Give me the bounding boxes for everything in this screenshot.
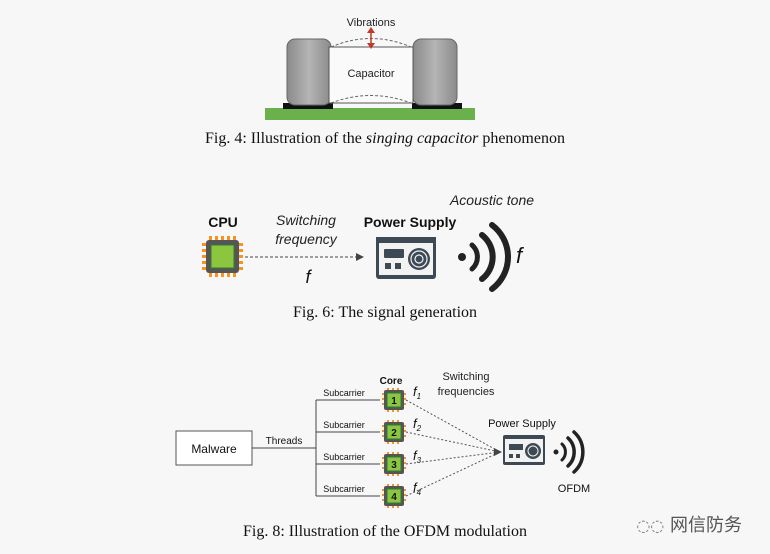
watermark-text: 网信防务 xyxy=(670,515,742,536)
core-row: Subcarrier 2 f2 xyxy=(316,416,501,453)
core-chip-icon: 4 xyxy=(382,484,406,508)
switching-frequency-line1: Switching xyxy=(276,212,336,228)
subcarrier-label: Subcarrier xyxy=(323,452,365,462)
subcarrier-label: Subcarrier xyxy=(323,388,365,398)
solder-pad-left xyxy=(283,103,333,109)
power-supply-label: Power Supply xyxy=(364,214,457,230)
subcarrier-label: Subcarrier xyxy=(323,484,365,494)
fig6-illustration: CPU Switching frequency f Power Supply A… xyxy=(202,192,534,292)
freq-dashed-line xyxy=(405,399,501,453)
ofdm-label: OFDM xyxy=(558,483,590,495)
cpu-chip-icon xyxy=(202,236,243,277)
core-number: 1 xyxy=(391,396,397,407)
vibrations-label: Vibrations xyxy=(347,17,396,29)
fig4-caption: Fig. 4: Illustration of the singing capa… xyxy=(0,130,770,148)
core-label: Core xyxy=(380,376,403,387)
watermark: ◌◌ 网信防务 xyxy=(636,511,742,537)
psu-arrow-head xyxy=(494,448,502,456)
switching-frequencies-line1: Switching xyxy=(442,371,489,383)
vibration-arrow-head-up xyxy=(367,27,375,33)
wechat-icon: ◌◌ xyxy=(636,516,665,535)
fig6-caption: Fig. 6: The signal generation xyxy=(292,304,478,321)
fig8-power-supply-label: Power Supply xyxy=(488,418,556,430)
core-row: Subcarrier 1 f1 xyxy=(316,384,501,453)
freq-label: f2 xyxy=(413,416,422,433)
fig8-power-supply-icon xyxy=(503,435,545,465)
core-number: 3 xyxy=(391,460,397,471)
switching-frequencies-line2: frequencies xyxy=(438,386,495,398)
fig8-core-rows: Subcarrier1f1Subcarrier2f2Subcarrier3f3S… xyxy=(316,384,502,508)
acoustic-tone-label: Acoustic tone xyxy=(449,192,534,208)
vibration-arc-bottom xyxy=(330,95,412,104)
capacitor-label: Capacitor xyxy=(347,68,394,80)
fig8-caption: Fig. 8: Illustration of the OFDM modulat… xyxy=(243,523,527,540)
core-chip-icon: 3 xyxy=(382,452,406,476)
fig4-caption-prefix: Fig. 4: Illustration of the xyxy=(205,130,366,147)
malware-label: Malware xyxy=(191,442,237,456)
malware-box xyxy=(175,430,253,466)
threads-label: Threads xyxy=(266,436,303,447)
freq-label: f4 xyxy=(413,480,422,497)
cpu-to-psu-arrow-head xyxy=(356,253,364,261)
core-number: 4 xyxy=(391,492,397,503)
freq-dashed-line xyxy=(405,431,501,453)
vibration-arrow-head-down xyxy=(367,43,375,49)
subcarrier-label: Subcarrier xyxy=(323,420,365,430)
power-supply-icon xyxy=(376,237,436,279)
pcb-board xyxy=(265,108,475,120)
core-row: Subcarrier 4 f4 xyxy=(316,451,501,508)
cpu-label: CPU xyxy=(208,214,238,230)
core-chip-icon: 1 xyxy=(382,388,406,412)
f-symbol-cpu: f xyxy=(305,267,312,287)
switching-frequency-line2: frequency xyxy=(275,231,337,247)
freq-label: f1 xyxy=(413,384,421,401)
freq-label: f3 xyxy=(413,448,422,465)
freq-dashed-line xyxy=(405,451,501,497)
fig4-caption-suffix: phenomenon xyxy=(478,130,565,147)
fig4-caption-emphasis: singing capacitor xyxy=(365,130,479,147)
fig8-illustration: Malware Threads Core Switching frequenci… xyxy=(175,371,590,508)
core-number: 2 xyxy=(391,428,397,439)
sound-wave-icon xyxy=(458,222,511,292)
core-row: Subcarrier 3 f3 xyxy=(316,448,501,476)
solder-pad-right xyxy=(412,103,462,109)
capacitor-terminal-left xyxy=(286,38,332,106)
fig8-sound-wave-icon xyxy=(553,430,585,474)
f-symbol-acoustic: f xyxy=(516,243,525,268)
core-chip-icon: 2 xyxy=(382,420,406,444)
fig4-illustration: Vibrations Capacitor xyxy=(265,17,475,120)
capacitor-terminal-right xyxy=(412,38,458,106)
